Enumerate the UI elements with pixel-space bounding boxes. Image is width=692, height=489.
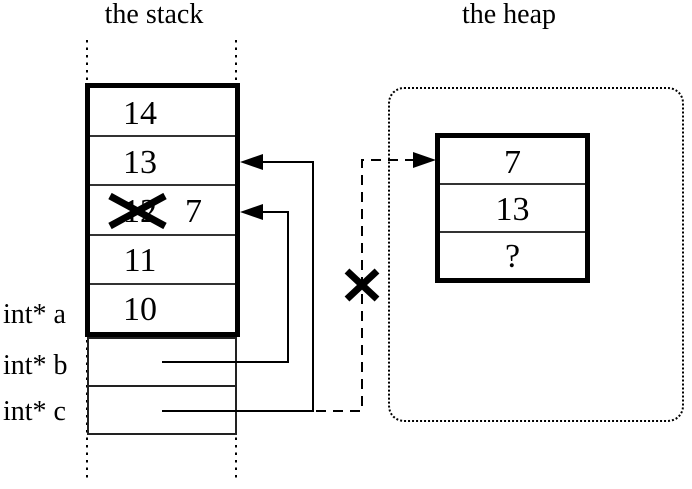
stack-cell-new-value: 7 — [185, 193, 202, 230]
stack-cell: 10 — [90, 282, 235, 332]
heap-cell: 13 — [440, 183, 585, 230]
stack-frame-box: 14 13 12 7 11 10 — [85, 83, 240, 337]
stack-cell-value: 13 — [123, 143, 157, 181]
stack-cell-value: 10 — [123, 291, 157, 329]
stack-cell: 14 — [90, 88, 235, 135]
stack-cell-old-value: 12 — [123, 193, 157, 230]
stack-pointer-cells-box — [87, 337, 237, 435]
stack-cell-value: 11 — [123, 242, 157, 280]
deleted-pointer-cross-icon — [344, 268, 380, 302]
pointer-c-cell — [89, 385, 235, 433]
stack-cell-value: 14 — [123, 94, 157, 132]
pointer-b-cell — [89, 339, 235, 385]
stack-title: the stack — [104, 0, 204, 30]
heap-title: the heap — [461, 0, 557, 30]
pointer-a-label: int* a — [3, 299, 66, 330]
stack-cell: 13 — [90, 135, 235, 184]
heap-cell-value: 13 — [495, 190, 530, 228]
crossed-out-old-value: 12 — [123, 193, 157, 231]
stack-cell: 11 — [90, 233, 235, 283]
heap-cell-value: 7 — [504, 143, 521, 181]
pointer-c-arrowhead-icon — [240, 154, 263, 170]
heap-cell: 7 — [440, 138, 585, 183]
pointer-b-arrowhead-icon — [240, 204, 263, 220]
stack-cell-overwritten: 12 7 — [90, 184, 235, 233]
pointer-b-label: int* b — [3, 350, 68, 381]
pointer-c-label: int* c — [3, 396, 66, 427]
heap-block-box: 7 13 ? — [435, 133, 590, 283]
heap-cell: ? — [440, 230, 585, 278]
heap-cell-value: ? — [504, 238, 521, 276]
